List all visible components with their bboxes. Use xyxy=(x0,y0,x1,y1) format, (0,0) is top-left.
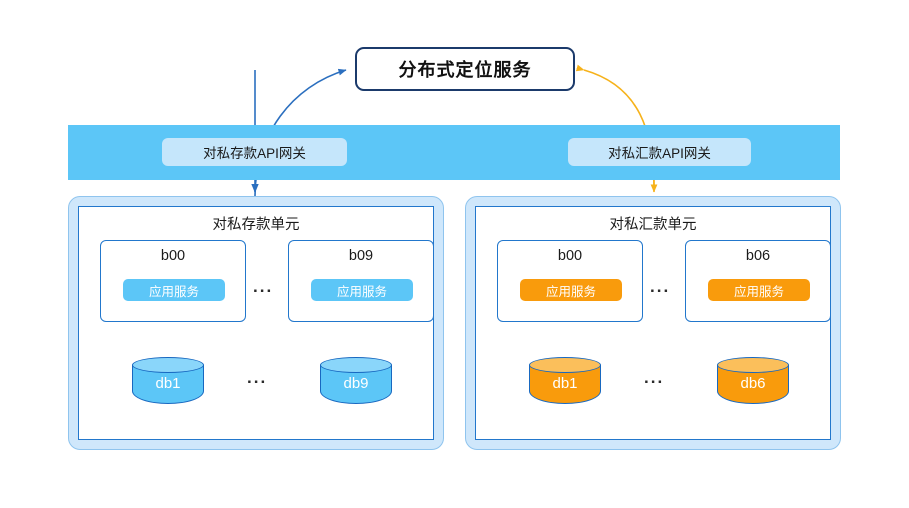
service-pill-remittance-b00[interactable]: 应用服务 xyxy=(520,279,622,301)
database-remittance-db1[interactable]: db1 xyxy=(529,357,601,404)
database-remittance-db6[interactable]: db6 xyxy=(717,357,789,404)
database-deposit-db9[interactable]: db9 xyxy=(320,357,392,404)
ellipsis-cells-remittance: ... xyxy=(650,277,671,296)
ellipsis-databases-remittance: ... xyxy=(644,368,665,387)
gateway-deposit[interactable]: 对私存款API网关 xyxy=(162,138,347,166)
cell-name-deposit-b09: b09 xyxy=(348,248,374,264)
gateway-remittance[interactable]: 对私汇款API网关 xyxy=(568,138,751,166)
gateway-deposit-label: 对私存款API网关 xyxy=(203,146,306,161)
service-pill-deposit-b00[interactable]: 应用服务 xyxy=(123,279,225,301)
locator-service-label: 分布式定位服务 xyxy=(398,60,532,80)
service-pill-label-deposit-b00: 应用服务 xyxy=(148,284,199,299)
cell-box-remittance-b06[interactable]: b06 应用服务 xyxy=(685,240,831,322)
cylinder-cap xyxy=(529,357,601,373)
service-pill-remittance-b06[interactable]: 应用服务 xyxy=(708,279,810,301)
unit-title-remittance: 对私汇款单元 xyxy=(609,217,697,233)
cell-name-remittance-b00: b00 xyxy=(557,248,583,264)
service-pill-label-remittance-b06: 应用服务 xyxy=(733,284,784,299)
service-pill-deposit-b09[interactable]: 应用服务 xyxy=(311,279,413,301)
unit-title-deposit: 对私存款单元 xyxy=(212,217,300,233)
cell-box-remittance-b00[interactable]: b00 应用服务 xyxy=(497,240,643,322)
database-label-remittance-db6: db6 xyxy=(740,375,766,392)
gateway-remittance-label: 对私汇款API网关 xyxy=(608,146,711,161)
cell-box-deposit-b00[interactable]: b00 应用服务 xyxy=(100,240,246,322)
database-label-deposit-db1: db1 xyxy=(155,375,181,392)
cell-name-remittance-b06: b06 xyxy=(745,248,771,264)
service-pill-label-remittance-b00: 应用服务 xyxy=(545,284,596,299)
database-label-remittance-db1: db1 xyxy=(552,375,578,392)
service-pill-label-deposit-b09: 应用服务 xyxy=(336,284,387,299)
cylinder-cap xyxy=(320,357,392,373)
cylinder-cap xyxy=(132,357,204,373)
cylinder-cap xyxy=(717,357,789,373)
database-label-deposit-db9: db9 xyxy=(343,375,369,392)
ellipsis-cells-deposit: ... xyxy=(253,277,274,296)
database-deposit-db1[interactable]: db1 xyxy=(132,357,204,404)
cell-name-deposit-b00: b00 xyxy=(160,248,186,264)
ellipsis-databases-deposit: ... xyxy=(247,368,268,387)
locator-service-box[interactable]: 分布式定位服务 xyxy=(355,47,575,91)
cell-box-deposit-b09[interactable]: b09 应用服务 xyxy=(288,240,434,322)
cylinder-body xyxy=(717,365,789,404)
